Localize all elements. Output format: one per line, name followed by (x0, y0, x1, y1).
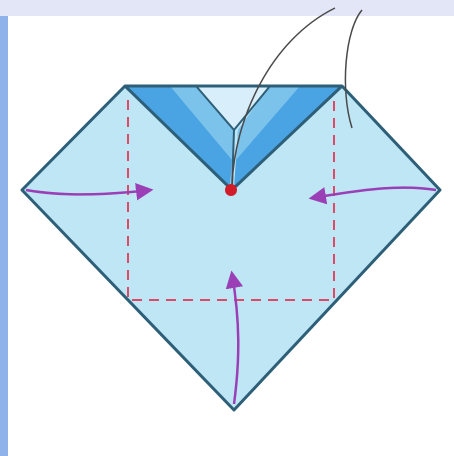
center-dot (225, 184, 237, 196)
